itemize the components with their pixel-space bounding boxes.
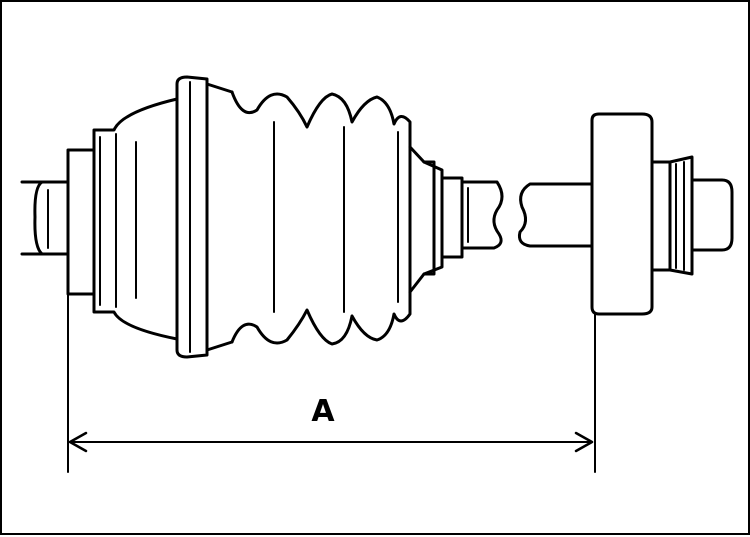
inner-joint-flange bbox=[590, 112, 734, 316]
intermediate-shaft-right bbox=[518, 182, 594, 248]
bellows-boot bbox=[230, 90, 412, 346]
dimension-extension-lines bbox=[67, 293, 596, 473]
boot-clamp-band bbox=[175, 75, 234, 359]
dimension-line-a bbox=[68, 431, 594, 453]
dimension-label-a: A bbox=[311, 394, 335, 429]
joint-housing bbox=[66, 97, 179, 341]
shaft-stub-left bbox=[20, 180, 70, 256]
intermediate-shaft-left bbox=[460, 180, 504, 250]
small-boot-clamp bbox=[408, 145, 464, 294]
